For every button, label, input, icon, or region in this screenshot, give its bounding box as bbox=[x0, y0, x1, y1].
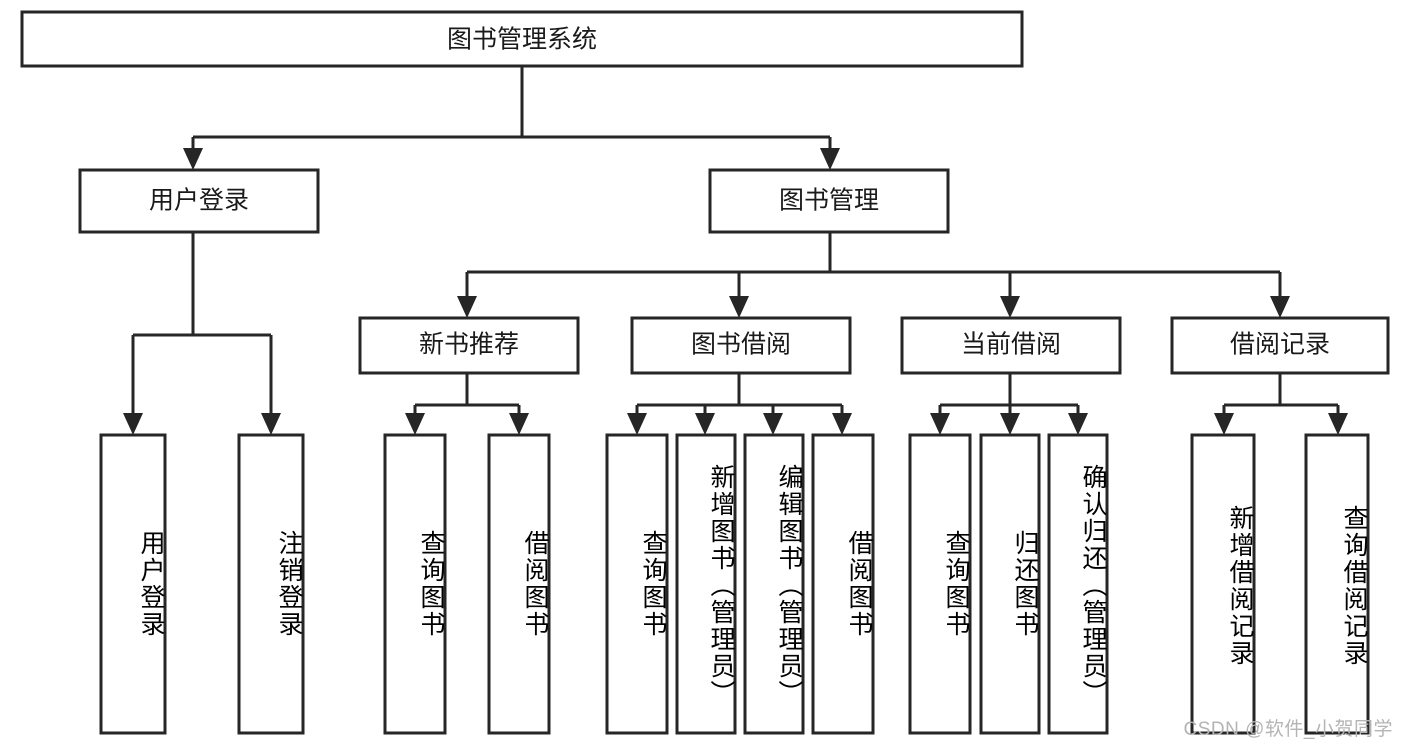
arrow-leaf-cb-1 bbox=[930, 413, 950, 435]
leaf-box-bb-query-book[interactable] bbox=[605, 433, 669, 735]
node-user-login-label: 用户登录 bbox=[149, 187, 249, 215]
node-book-manage-box[interactable] bbox=[708, 168, 950, 234]
leaf-box-bb-edit-book[interactable] bbox=[743, 433, 805, 735]
arrow-to-book-borrow bbox=[729, 296, 749, 318]
leaf-box-logout[interactable] bbox=[237, 433, 305, 735]
node-root-label: 图书管理系统 bbox=[447, 26, 597, 54]
arrow-leaf-nb-1 bbox=[405, 413, 425, 435]
node-current-borrow[interactable]: 当前借阅 bbox=[900, 316, 1122, 375]
arrow-leaf-bb-1 bbox=[627, 413, 647, 435]
node-borrow-record-box[interactable] bbox=[1170, 316, 1390, 375]
arrow-to-book-manage bbox=[820, 148, 840, 170]
node-book-borrow-box[interactable] bbox=[630, 316, 852, 375]
node-new-book-recommend-box[interactable] bbox=[358, 316, 580, 375]
leaf-box-cb-confirm-return[interactable] bbox=[1047, 433, 1109, 735]
node-user-login-box[interactable] bbox=[78, 168, 320, 234]
arrow-to-borrow-record bbox=[1270, 296, 1290, 318]
arrow-leaf-bb-3 bbox=[763, 413, 783, 435]
csdn-watermark: CSDN @软件_小贺同学 bbox=[1183, 719, 1393, 740]
node-borrow-record[interactable]: 借阅记录 bbox=[1170, 316, 1390, 375]
arrow-leaf-cb-2 bbox=[1000, 413, 1020, 435]
arrow-leaf-logout bbox=[261, 413, 281, 435]
arrow-leaf-bb-2 bbox=[695, 413, 715, 435]
arrow-to-current-borrow bbox=[1000, 296, 1020, 318]
arrow-leaf-user-login bbox=[123, 413, 143, 435]
connector-group bbox=[123, 66, 1348, 435]
leaf-box-br-add-record[interactable] bbox=[1190, 433, 1256, 735]
arrow-to-user-login bbox=[183, 148, 203, 170]
node-new-book-recommend-label: 新书推荐 bbox=[419, 331, 519, 359]
leaf-boxes-group bbox=[99, 433, 1370, 735]
arrow-leaf-cb-3 bbox=[1068, 413, 1088, 435]
node-new-book-recommend[interactable]: 新书推荐 bbox=[358, 316, 580, 375]
node-book-borrow-label: 图书借阅 bbox=[691, 331, 791, 359]
leaf-box-user-login[interactable] bbox=[99, 433, 167, 735]
leaf-box-cb-return-book[interactable] bbox=[979, 433, 1041, 735]
node-book-manage-label: 图书管理 bbox=[779, 187, 879, 215]
leaf-box-nb-borrow-book[interactable] bbox=[487, 433, 551, 735]
node-book-borrow[interactable]: 图书借阅 bbox=[630, 316, 852, 375]
node-root-box[interactable] bbox=[20, 10, 1024, 68]
node-user-login[interactable]: 用户登录 bbox=[78, 168, 320, 234]
node-current-borrow-label: 当前借阅 bbox=[961, 331, 1061, 359]
node-root[interactable]: 图书管理系统 bbox=[20, 10, 1024, 68]
leaf-box-nb-query-book[interactable] bbox=[383, 433, 447, 735]
leaf-box-bb-borrow-book[interactable] bbox=[811, 433, 875, 735]
leaf-box-cb-query-book[interactable] bbox=[908, 433, 972, 735]
arrow-leaf-br-1 bbox=[1214, 413, 1234, 435]
node-current-borrow-box[interactable] bbox=[900, 316, 1122, 375]
arrow-leaf-bb-4 bbox=[832, 413, 852, 435]
leaf-box-br-query-record[interactable] bbox=[1304, 433, 1370, 735]
arrow-leaf-br-2 bbox=[1328, 413, 1348, 435]
node-borrow-record-label: 借阅记录 bbox=[1230, 331, 1330, 359]
leaf-box-bb-add-book[interactable] bbox=[675, 433, 737, 735]
arrow-leaf-nb-2 bbox=[509, 413, 529, 435]
arrow-to-new-book bbox=[457, 296, 477, 318]
node-book-manage[interactable]: 图书管理 bbox=[708, 168, 950, 234]
